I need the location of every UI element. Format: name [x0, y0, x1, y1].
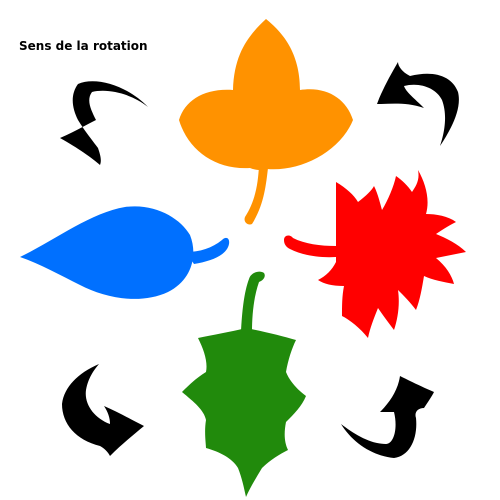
red-leaf-stem	[284, 235, 336, 258]
blue-leaf-blade	[20, 206, 194, 299]
orange-leaf-stem	[244, 166, 268, 225]
red-leaf-blade	[318, 170, 466, 338]
arrow-top-right-icon	[377, 62, 459, 146]
red-leaf-icon	[284, 170, 466, 338]
blue-leaf-icon	[20, 206, 230, 299]
arrow-bottom-left-icon	[62, 364, 144, 456]
arrow-top-left-icon	[60, 81, 148, 165]
blue-leaf-stem	[186, 237, 230, 264]
orange-leaf-icon	[179, 19, 353, 225]
green-leaf-blade	[182, 328, 306, 497]
arrow-bottom-right-icon	[341, 376, 434, 458]
green-leaf-icon	[182, 271, 306, 497]
orange-leaf-blade	[179, 19, 353, 171]
diagram-title: Sens de la rotation	[19, 39, 148, 53]
green-leaf-stem	[241, 271, 265, 332]
